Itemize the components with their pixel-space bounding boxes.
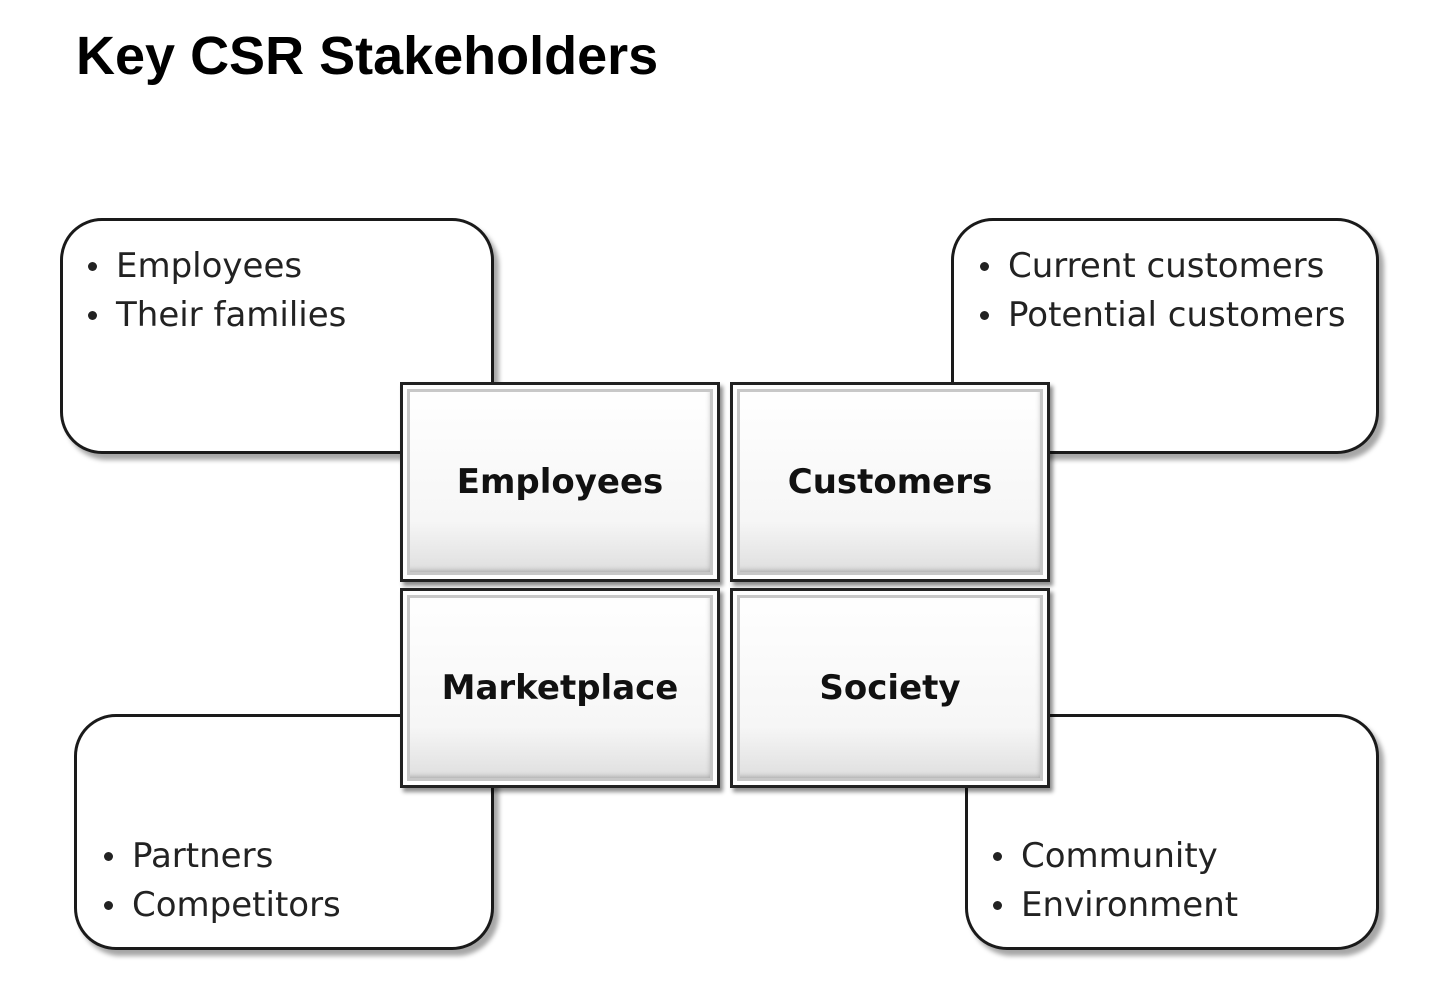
list-item: Partners xyxy=(102,832,341,881)
diagram-title: Key CSR Stakeholders xyxy=(76,26,659,86)
customers-list: Current customers Potential customers xyxy=(978,242,1346,340)
society-category-box: Society xyxy=(730,588,1050,788)
employees-list: Employees Their families xyxy=(86,242,346,340)
list-item: Environment xyxy=(991,881,1238,930)
marketplace-list: Partners Competitors xyxy=(102,832,341,930)
category-label: Marketplace xyxy=(441,668,679,708)
list-item: Their families xyxy=(86,291,346,340)
list-item: Community xyxy=(991,832,1238,881)
customers-category-box: Customers xyxy=(730,382,1050,582)
category-label: Customers xyxy=(787,462,993,502)
list-item: Potential customers xyxy=(978,291,1346,340)
society-list: Community Environment xyxy=(991,832,1238,930)
employees-category-box: Employees xyxy=(400,382,720,582)
list-item: Competitors xyxy=(102,881,341,930)
list-item: Current customers xyxy=(978,242,1346,291)
list-item: Employees xyxy=(86,242,346,291)
marketplace-category-box: Marketplace xyxy=(400,588,720,788)
category-label: Society xyxy=(819,668,961,708)
employees-detail-box xyxy=(60,218,494,454)
category-label: Employees xyxy=(456,462,664,502)
